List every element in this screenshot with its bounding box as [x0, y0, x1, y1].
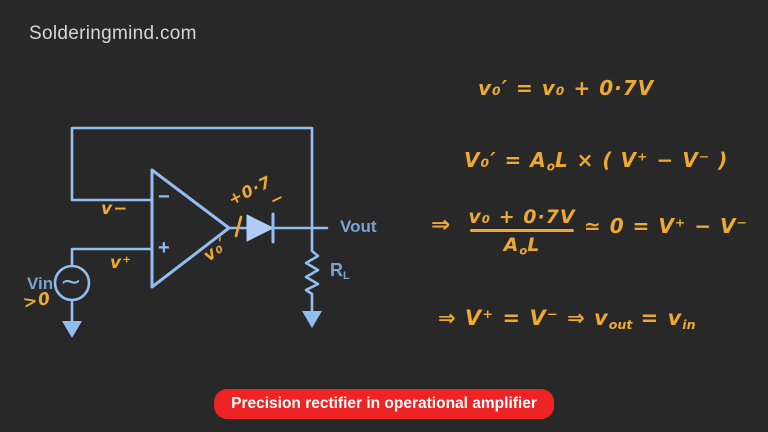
equation-2-lhs: V₀′ = A: [464, 148, 547, 172]
load-resistor: [304, 226, 320, 314]
den-b: L: [527, 234, 541, 256]
fraction-bar: [470, 229, 574, 232]
equation-3-numerator: v₀ + 0·7V: [468, 206, 576, 228]
equation-3-rhs: ≃ 0 = V⁺ − V⁻: [584, 214, 749, 238]
rl-label-main: R: [330, 260, 343, 280]
equation-4: ⇒ V⁺ = V⁻ ⇒ vout = vin: [438, 306, 696, 332]
noninverting-input-wire: [70, 247, 154, 268]
equation-2-gain-sub: o: [546, 159, 555, 174]
diode-triangle-icon: [246, 214, 274, 242]
caption-badge: Precision rectifier in operational ampli…: [214, 389, 554, 419]
rl-label: RL: [330, 260, 350, 282]
equation-4-lhs: ⇒ V⁺ = V⁻ ⇒ v: [438, 306, 609, 330]
equation-1: v₀′ = v₀ + 0·7V: [478, 76, 655, 100]
opamp-noninverting-sign: +: [158, 237, 170, 259]
equation-4-sub-out: out: [608, 316, 633, 332]
equation-4-mid: = v: [632, 306, 683, 330]
vin-label: Vin: [27, 274, 54, 293]
opamp-inverting-sign: −: [158, 186, 170, 208]
load-ground-arrow-icon: [302, 311, 322, 328]
equation-2-rhs: L × ( V⁺ − V⁻ ): [554, 148, 729, 172]
sine-wave-icon: ∼: [60, 266, 82, 296]
v-plus-label: v⁺: [110, 253, 133, 273]
site-watermark: Solderingmind.com: [29, 23, 197, 44]
feedback-wire: [70, 126, 314, 229]
opamp-triangle: [150, 168, 231, 289]
equation-4-sub-in: in: [682, 316, 696, 332]
equation-3-denominator: AoL: [466, 234, 578, 257]
rl-label-sub: L: [343, 270, 350, 283]
v-minus-label: v−: [101, 199, 129, 219]
equation-3-fraction: v₀ + 0·7V AoL: [466, 206, 578, 257]
vout-label: Vout: [340, 217, 377, 236]
den-sub: o: [519, 243, 528, 258]
equation-3-arrow: ⇒: [431, 212, 452, 238]
den-a: A: [503, 234, 520, 256]
equation-2: V₀′ = AoL × ( V⁺ − V⁻ ): [464, 148, 728, 174]
anode-plus-tick: [234, 215, 243, 238]
source-ground-arrow-icon: [62, 321, 82, 338]
